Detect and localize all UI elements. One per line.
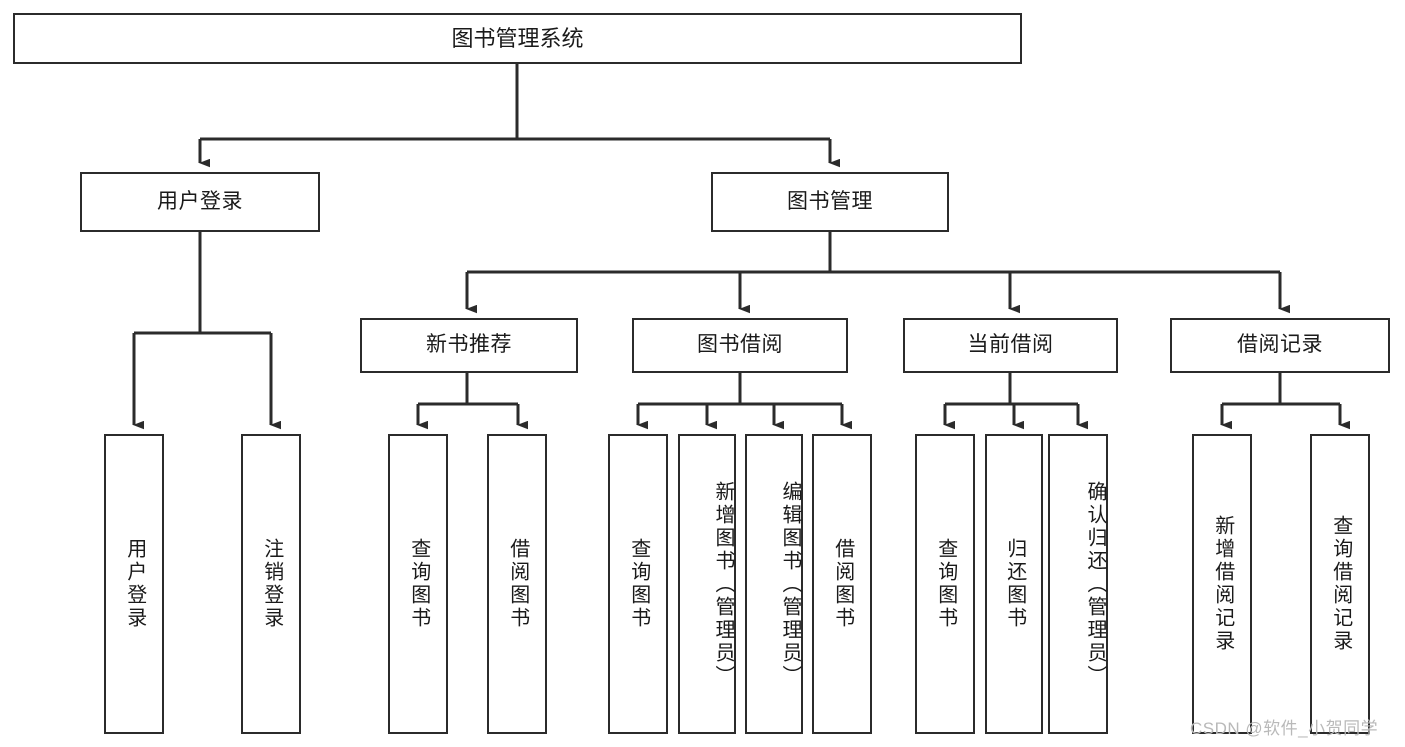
node-leaf-confirm-return-admin[interactable]: 确认归还（管理员） xyxy=(1048,434,1108,734)
node-leaf-user-login[interactable]: 用户登录 xyxy=(104,434,164,734)
node-borrow-record[interactable]: 借阅记录 xyxy=(1170,318,1390,373)
node-leaf-return-book[interactable]: 归还图书 xyxy=(985,434,1043,734)
node-leaf-add-book-admin[interactable]: 新增图书（管理员） xyxy=(678,434,736,734)
node-leaf-edit-book-admin[interactable]: 编辑图书（管理员） xyxy=(745,434,803,734)
node-leaf-query-book-new[interactable]: 查询图书 xyxy=(388,434,448,734)
node-label: 借阅图书 xyxy=(506,538,529,630)
node-label: 新增借阅记录 xyxy=(1211,515,1234,653)
node-current-borrow[interactable]: 当前借阅 xyxy=(903,318,1118,373)
node-leaf-borrow-book-new[interactable]: 借阅图书 xyxy=(487,434,547,734)
node-root-book-management-system[interactable]: 图书管理系统 xyxy=(13,13,1022,64)
node-book-manage[interactable]: 图书管理 xyxy=(711,172,949,232)
node-label: 确认归还（管理员） xyxy=(1084,480,1106,688)
node-label: 新增图书（管理员） xyxy=(712,480,734,688)
node-book-borrow[interactable]: 图书借阅 xyxy=(632,318,848,373)
node-label: 查询图书 xyxy=(407,538,430,630)
node-label: 注销登录 xyxy=(260,538,283,630)
node-new-book-recommend[interactable]: 新书推荐 xyxy=(360,318,578,373)
node-label: 新书推荐 xyxy=(426,333,512,357)
node-user-login[interactable]: 用户登录 xyxy=(80,172,320,232)
node-label: 图书管理 xyxy=(787,189,873,213)
node-label: 编辑图书（管理员） xyxy=(779,480,801,688)
node-leaf-borrow-book[interactable]: 借阅图书 xyxy=(812,434,872,734)
node-leaf-query-borrow-record[interactable]: 查询借阅记录 xyxy=(1310,434,1370,734)
node-label: 查询图书 xyxy=(934,538,957,630)
node-leaf-user-logout[interactable]: 注销登录 xyxy=(241,434,301,734)
node-label: 图书管理系统 xyxy=(451,25,584,51)
node-label: 查询借阅记录 xyxy=(1329,515,1352,653)
node-label: 图书借阅 xyxy=(697,333,783,357)
node-label: 查询图书 xyxy=(627,538,650,630)
node-label: 归还图书 xyxy=(1003,538,1026,630)
node-label: 借阅记录 xyxy=(1237,333,1323,357)
node-leaf-query-book-borrow[interactable]: 查询图书 xyxy=(608,434,668,734)
node-label: 借阅图书 xyxy=(831,538,854,630)
node-label: 当前借阅 xyxy=(967,333,1054,357)
node-leaf-add-borrow-record[interactable]: 新增借阅记录 xyxy=(1192,434,1252,734)
csdn-watermark: CSDN @软件_小贺同学 xyxy=(1190,719,1379,738)
node-leaf-query-book-current[interactable]: 查询图书 xyxy=(915,434,975,734)
node-label: 用户登录 xyxy=(123,538,146,630)
node-label: 用户登录 xyxy=(157,189,243,213)
